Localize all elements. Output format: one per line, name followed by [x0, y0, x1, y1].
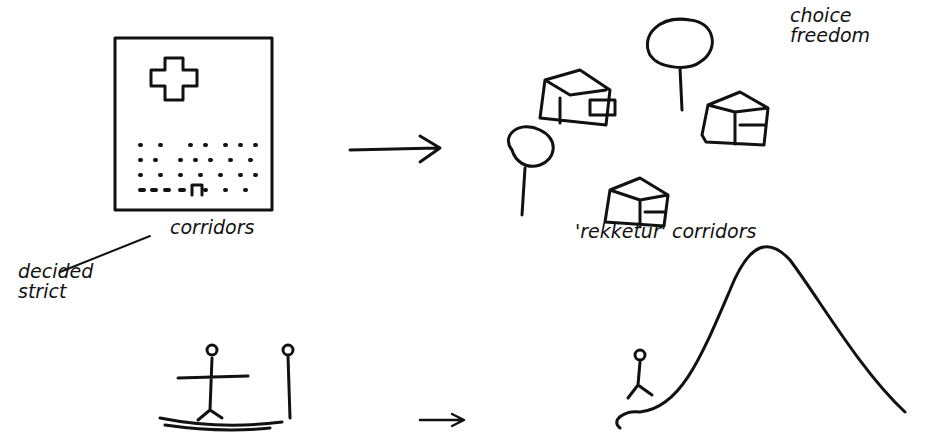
cross-symbol: [151, 58, 197, 100]
window-dots: [140, 145, 256, 190]
mountain-curve: [617, 247, 905, 428]
stick-figure-strict: [160, 345, 293, 430]
stick-figure-free: [628, 350, 652, 398]
door: [192, 185, 202, 195]
caption-text: corridors: [170, 218, 330, 238]
trees: [508, 19, 712, 215]
annotation-text: decided strict: [18, 262, 108, 302]
transition-arrow: [350, 136, 440, 162]
hospital-building: [115, 38, 272, 210]
caption-text: 'rekketur' corridors: [575, 222, 835, 242]
transition-arrow: [420, 414, 464, 426]
houses: [540, 70, 768, 226]
note-text: choice freedom: [790, 6, 910, 46]
